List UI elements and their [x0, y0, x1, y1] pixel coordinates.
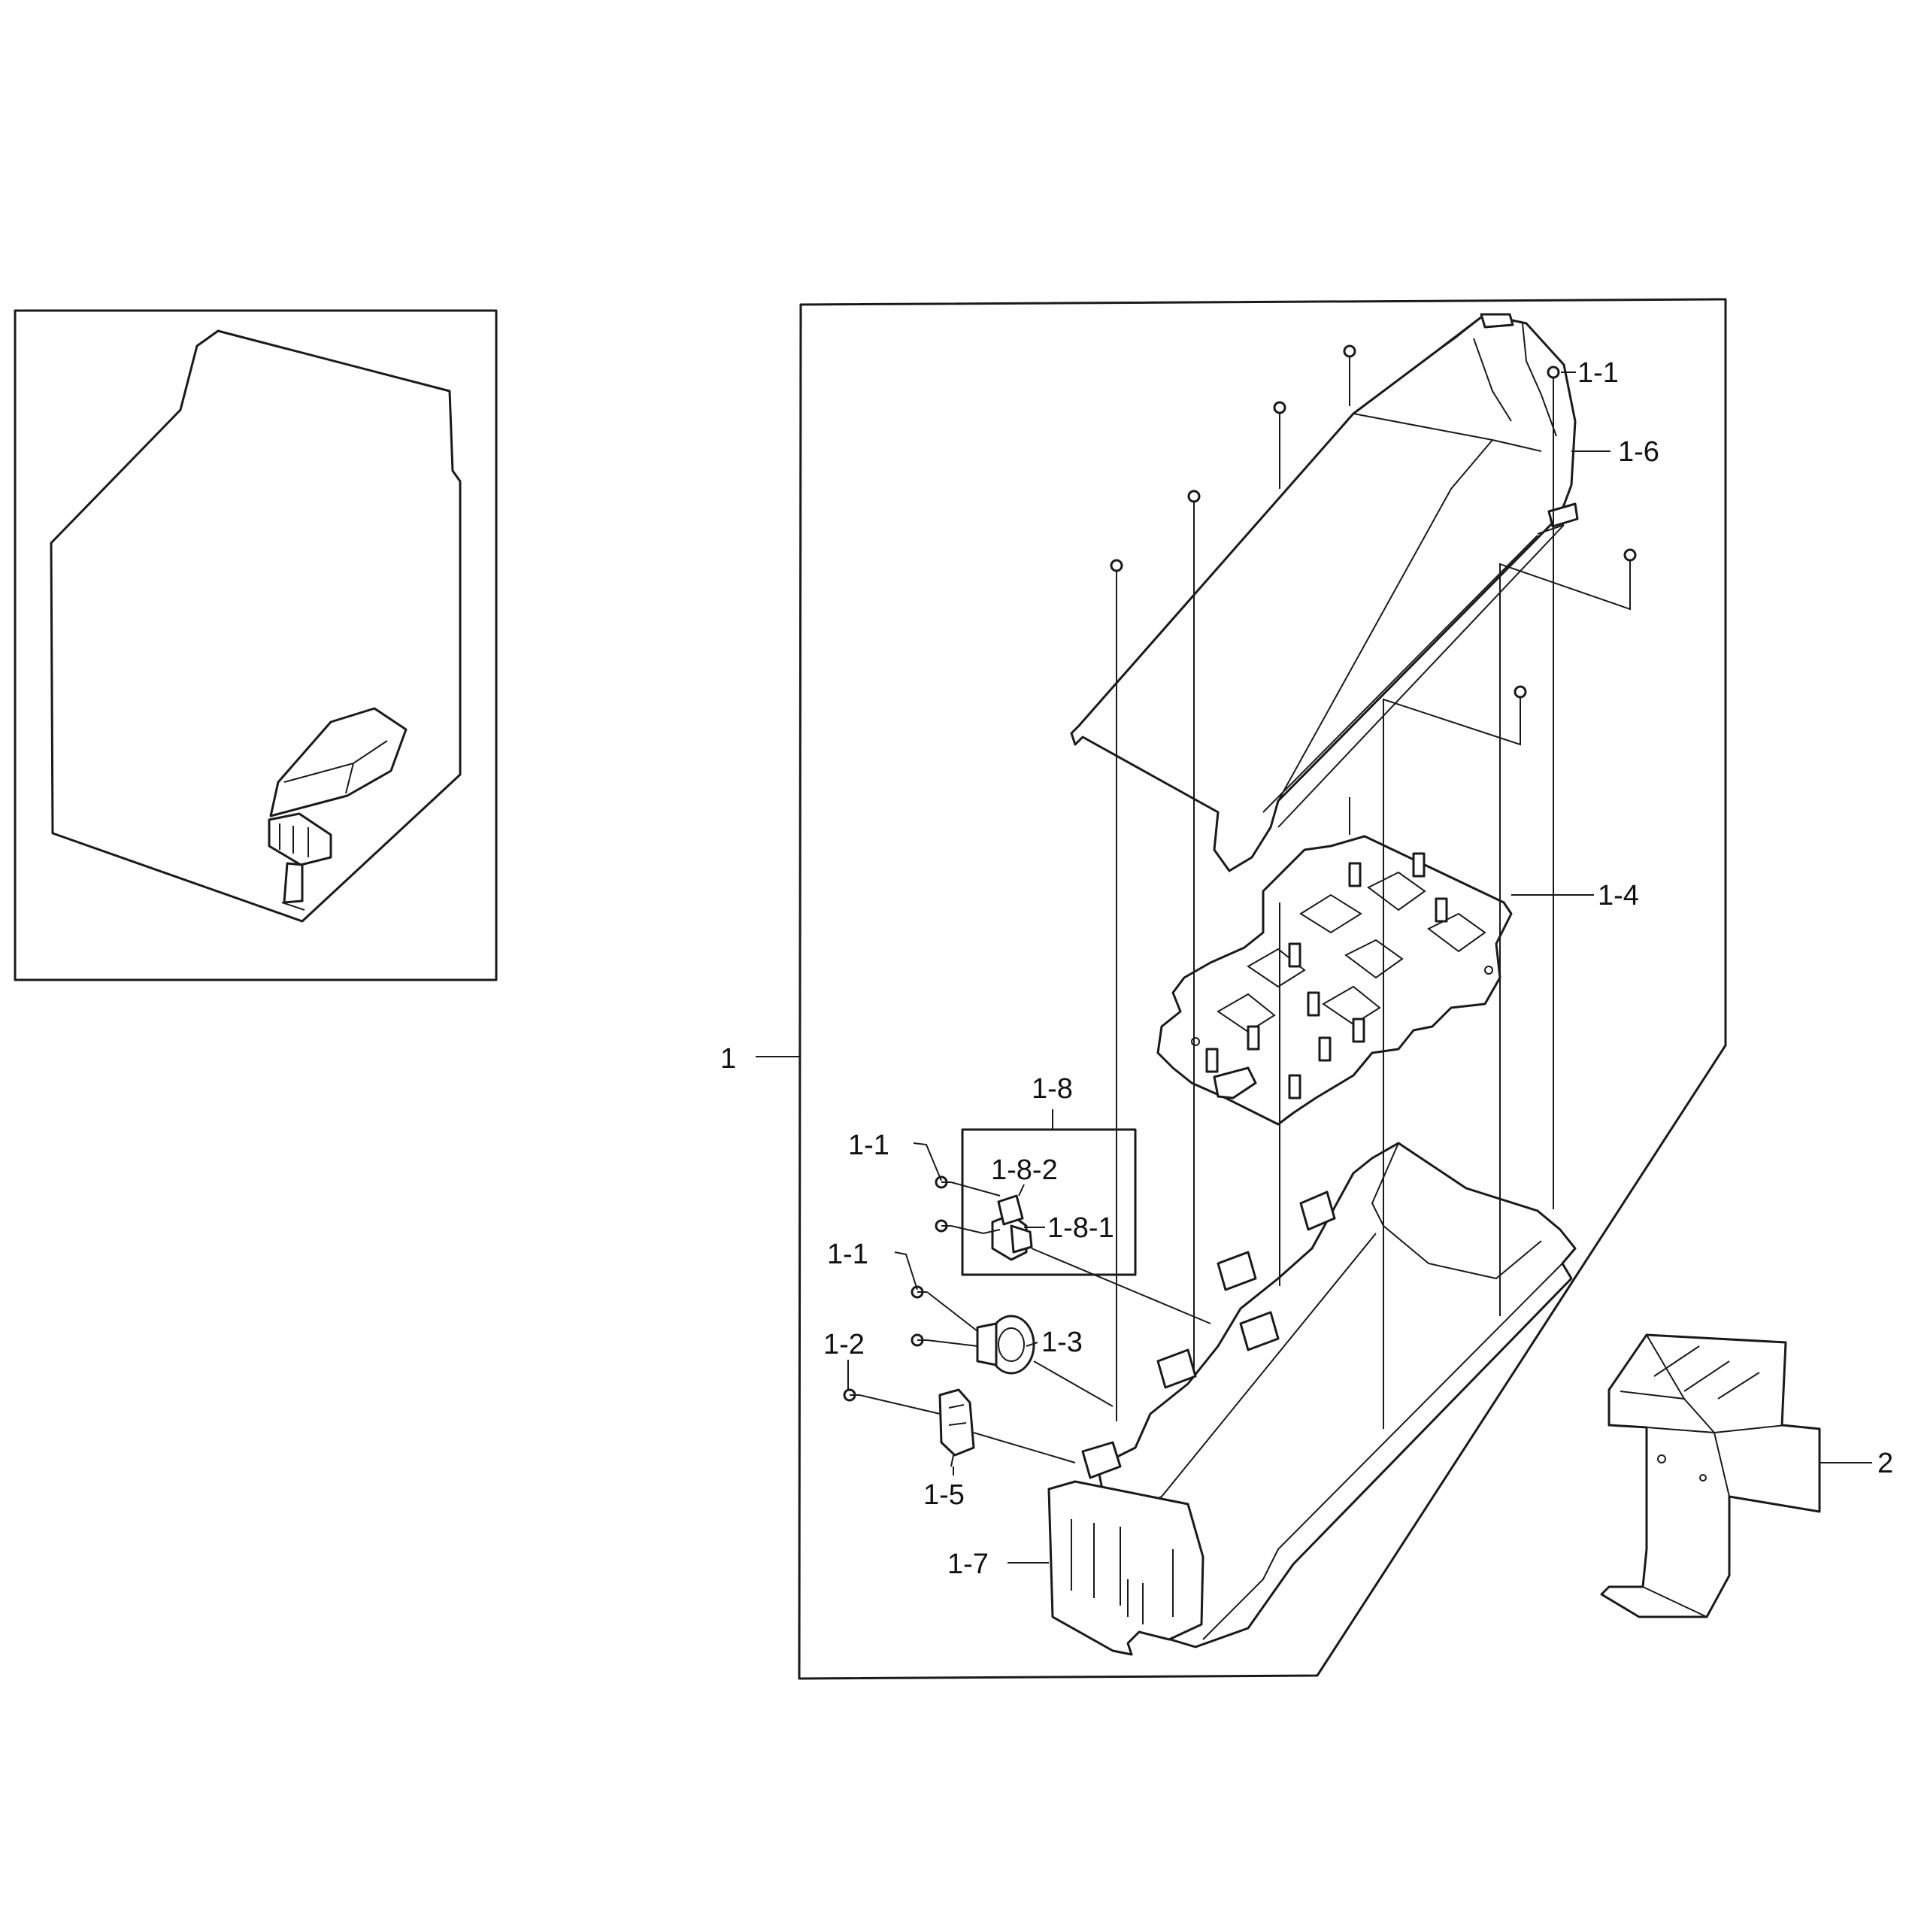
label-1-8-2: 1-8-2 — [991, 1154, 1058, 1186]
fuse-parts — [983, 1194, 1033, 1261]
label-1-4: 1-4 — [1598, 880, 1639, 911]
thermostat-part — [976, 1315, 1035, 1375]
label-1-2: 1-2 — [823, 1329, 865, 1360]
bracket — [1600, 1333, 1821, 1618]
label-1-1-top: 1-1 — [1577, 357, 1619, 389]
inset-frame — [14, 309, 498, 981]
leader-lines — [756, 372, 1872, 1563]
label-1-6: 1-6 — [1618, 436, 1659, 468]
heater-plate — [1156, 835, 1513, 1126]
label-1-1-fuse: 1-1 — [848, 1130, 889, 1161]
sensor-part — [938, 1388, 975, 1467]
screws — [843, 344, 1637, 1402]
label-1-5: 1-5 — [923, 1479, 965, 1511]
label-1: 1 — [720, 1043, 736, 1075]
assembly-frame — [798, 298, 1727, 1680]
heater-terminals — [1205, 852, 1486, 1099]
dryer-cabinet-outline — [50, 329, 462, 923]
callout-labels: 1 1-1 1-6 1-4 1-8 1-1 1-8-2 1-8-1 1-1 1-… — [720, 357, 1893, 1580]
inset-heater-duct — [268, 707, 408, 911]
assembly-lines — [859, 366, 1631, 1463]
label-1-8: 1-8 — [1032, 1073, 1073, 1105]
label-1-7: 1-7 — [947, 1548, 989, 1580]
bottom-duct — [1081, 1142, 1577, 1648]
bottom-shield — [1047, 1480, 1204, 1656]
label-1-3: 1-3 — [1041, 1327, 1083, 1358]
label-2: 2 — [1877, 1448, 1893, 1479]
label-1-8-1: 1-8-1 — [1047, 1212, 1114, 1244]
location-inset — [14, 309, 498, 981]
fuse-group-box — [961, 1128, 1137, 1276]
label-1-1-thermostat: 1-1 — [827, 1239, 868, 1270]
top-cover — [1070, 313, 1579, 872]
